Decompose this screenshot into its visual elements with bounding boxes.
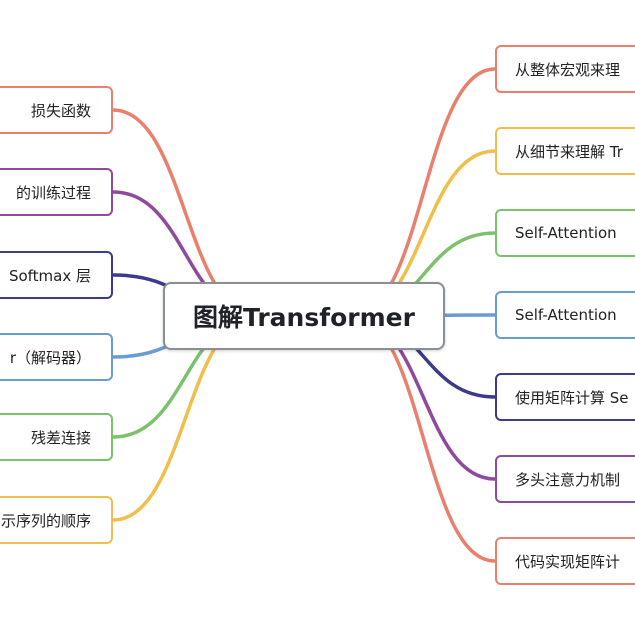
- node-label: 多头注意力机制: [515, 470, 621, 489]
- node-label: 从整体宏观来理: [515, 60, 621, 79]
- node-label: 使用矩阵计算 Se: [515, 388, 629, 407]
- node-label: 残差连接: [30, 428, 91, 447]
- left-node-loss[interactable]: 损失函数: [0, 86, 113, 134]
- connector-right-0: [350, 67, 497, 318]
- node-label: 代码实现矩阵计: [515, 552, 621, 571]
- left-node-training[interactable]: 的训练过程: [0, 168, 113, 216]
- node-label: r（解码器）: [9, 348, 91, 367]
- node-label: 损失函数: [30, 101, 91, 120]
- right-node-detail[interactable]: 从细节来理解 Tr: [495, 127, 635, 175]
- node-label: Self-Attention: [515, 306, 617, 324]
- left-node-softmax[interactable]: Softmax 层: [0, 251, 113, 299]
- right-node-macro[interactable]: 从整体宏观来理: [495, 45, 635, 93]
- central-topic[interactable]: 图解Transformer: [163, 282, 445, 350]
- node-label: 从细节来理解 Tr: [515, 142, 623, 161]
- right-node-code[interactable]: 代码实现矩阵计: [495, 537, 635, 585]
- connector-right-6: [350, 314, 497, 563]
- node-label: 的训练过程: [15, 183, 91, 202]
- left-node-sequence-order[interactable]: 示序列的顺序: [0, 496, 113, 544]
- central-topic-label: 图解Transformer: [193, 303, 415, 332]
- left-node-residual[interactable]: 残差连接: [0, 413, 113, 461]
- right-node-self-attention-2[interactable]: Self-Attention: [495, 291, 635, 339]
- node-label: Self-Attention: [515, 224, 617, 242]
- right-node-self-attention-1[interactable]: Self-Attention: [495, 209, 635, 257]
- left-node-decoder[interactable]: r（解码器）: [0, 333, 113, 381]
- right-node-multihead[interactable]: 多头注意力机制: [495, 455, 635, 503]
- right-node-matrix[interactable]: 使用矩阵计算 Se: [495, 373, 635, 421]
- node-label: Softmax 层: [8, 266, 91, 285]
- node-label: 示序列的顺序: [0, 511, 91, 530]
